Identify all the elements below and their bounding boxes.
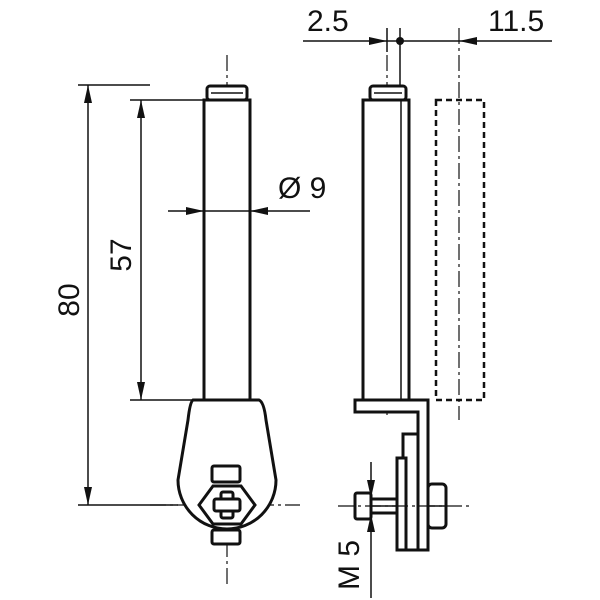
dim80-arrow-bottom: [84, 487, 92, 505]
dim57-arrow-top: [137, 100, 145, 118]
dimension-offsets: 2.5 11.5: [303, 5, 552, 86]
front-screw-cross-h: [212, 497, 242, 513]
dimension-total-length: 80: [53, 84, 178, 506]
dim80-arrow-top: [84, 85, 92, 103]
offset-left-label: 2.5: [307, 5, 349, 38]
offset-arrow-left: [369, 37, 387, 45]
dimension-shaft-length: 57: [105, 99, 204, 401]
front-view: [150, 55, 300, 585]
dim80-label: 80: [53, 283, 86, 316]
thread-label: M 5: [333, 540, 366, 590]
front-shaft: [202, 98, 252, 402]
offset-arrow-right: [459, 37, 477, 45]
side-shaft: [361, 98, 411, 402]
dim57-arrow-bottom: [137, 382, 145, 400]
thread-arrow-bottom: [367, 514, 375, 532]
front-head-lower-nut: [210, 528, 242, 546]
dim57-label: 57: [105, 238, 138, 271]
dia-arrow-right: [250, 207, 268, 215]
offset-right-label: 11.5: [488, 5, 544, 38]
thread-arrow-top: [367, 480, 375, 498]
front-head-upper-nut: [210, 464, 242, 484]
dimension-shaft-diameter: Ø 9: [168, 172, 326, 215]
offset-point: [396, 37, 404, 45]
dimension-thread: M 5: [333, 462, 375, 598]
dia-label: Ø 9: [278, 172, 326, 205]
dia-arrow-left: [186, 207, 204, 215]
side-hidden-shaft: [434, 98, 486, 402]
side-view: [338, 28, 486, 552]
